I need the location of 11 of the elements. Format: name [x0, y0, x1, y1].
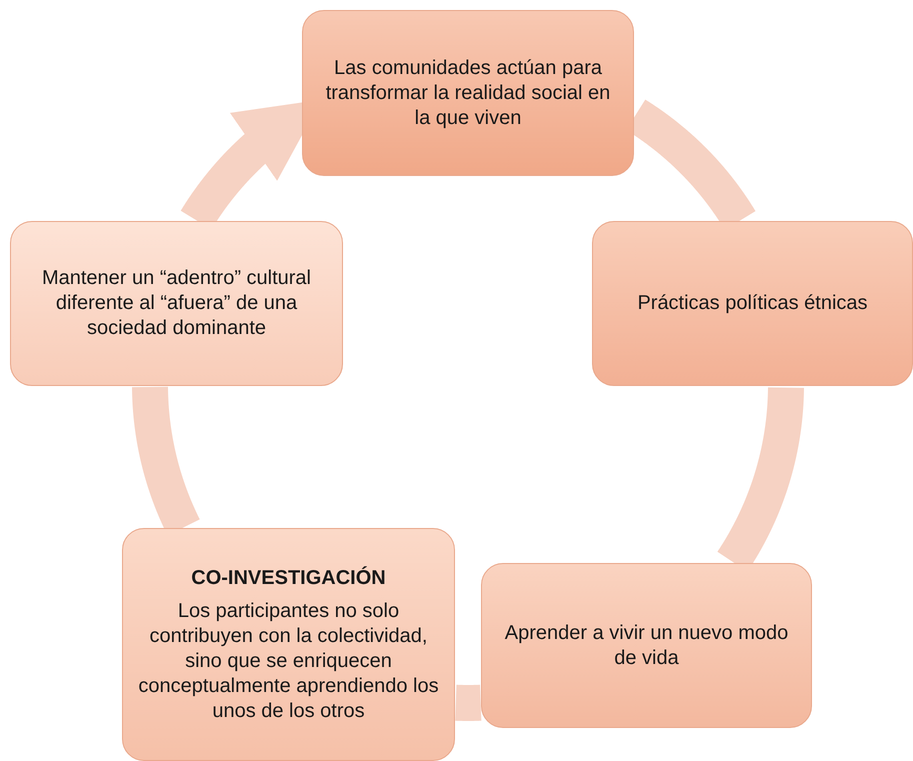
- process-box: [481, 563, 812, 728]
- box-text: Las comunidades actúan para transformar la realidad social en la que viven: [324, 56, 612, 130]
- process-box: [592, 221, 913, 386]
- box-heading: CO-INVESTIGACIÓN: [191, 566, 386, 590]
- box-text: Los participantes no solo contribuyen con la colectividad, sino que se enriquecen conceptualmente aprendiendo los unos de los otros: [137, 598, 440, 724]
- process-box: [302, 10, 634, 176]
- box-text: Prácticas políticas étnicas: [637, 291, 868, 316]
- box-text: Aprender a vivir un nuevo modo de vida: [504, 620, 790, 670]
- process-box: [10, 221, 343, 386]
- box-text: Mantener un “adentro” cultural diferente al “afuera” de una sociedad dominante: [40, 266, 312, 341]
- process-box: [122, 528, 455, 761]
